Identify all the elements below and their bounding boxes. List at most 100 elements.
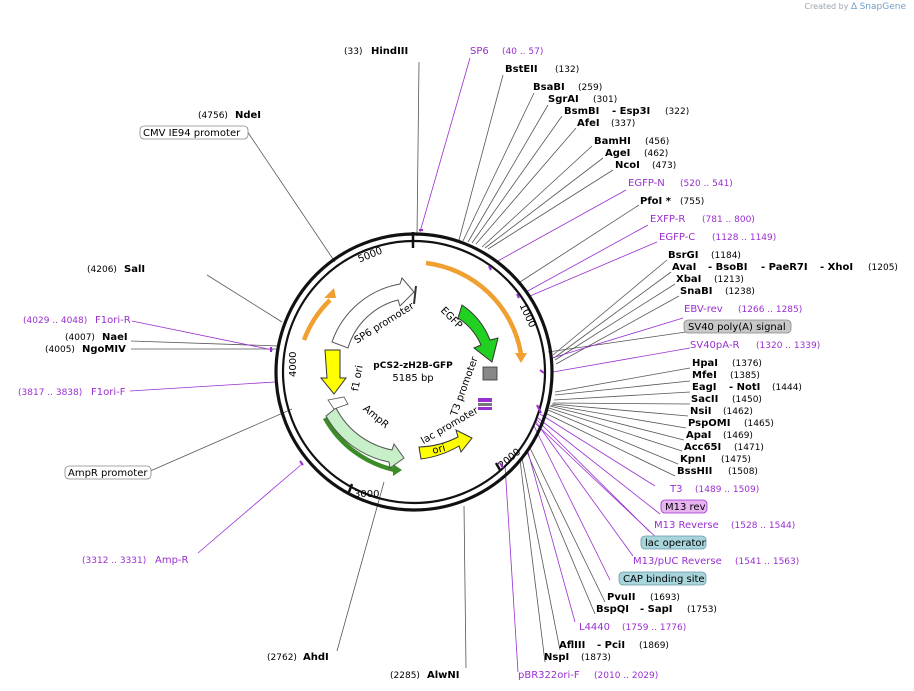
primer-egfp-c-pos: (1128 .. 1149) [712,233,776,243]
site-bsmbi: BsmBI [564,106,599,117]
site-afei: AfeI [577,118,600,129]
site-nsii-pos: (1462) [723,407,753,417]
site-xbai-pos: (1213) [714,275,744,285]
site-nspi: NspI [544,652,569,663]
site-snabi: SnaBI [680,286,712,297]
site-acc65i: Acc65I [684,442,721,453]
primer-m13-puc-reverse-pos: (1541 .. 1563) [735,557,799,567]
site-pcii: - PciI [597,640,625,651]
backbone-outer-ring [274,232,554,512]
ampr-promoter-label: AmpR promoter [68,468,148,479]
site-esp3i: - Esp3I [612,106,650,117]
plasmid-size: 5185 bp [392,373,433,384]
site-kpni: KpnI [680,454,706,465]
primer-sp6-pos: (40 .. 57) [502,47,543,57]
site-alwni-pos: (2285) [390,671,420,681]
site-hindiii: HindIII [371,46,408,57]
site-sali: SalI [124,264,145,275]
site-pfoi-pos: (755) [680,197,704,207]
site-xhoi: - XhoI [820,262,853,273]
site-mfei: MfeI [692,370,717,381]
site-snabi-pos: (1238) [725,287,755,297]
site-bsshii: BssHII [677,466,712,477]
primer-leader-lines [129,57,691,673]
site-paer7i: - PaeR7I [761,262,808,273]
site-hpai: HpaI [692,358,718,369]
primer-l4440-pos: (1759 .. 1776) [622,623,686,633]
primer-exfp-r: EXFP-R [650,214,685,225]
ampr-promoter-box [64,465,152,480]
sv40-polya-label: SV40 poly(A) signal [688,322,786,333]
primer-marks [270,229,545,469]
f1-ori-label: f1 ori [350,365,365,393]
site-pfoi: PfoI * [640,196,672,207]
site-ncoi-pos: (473) [652,161,676,171]
primer-amp-r-pos: (3312 .. 3331) [82,556,146,566]
ori-label: ori [431,443,446,457]
site-xbai: XbaI [676,274,701,285]
primer-exfp-r-pos: (781 .. 800) [702,215,755,225]
egfp-band [425,260,524,355]
tick-label-3000: 3000 [354,489,379,500]
site-bsrgi-pos: (1184) [711,251,741,261]
site-noti: - NotI [729,382,760,393]
ori-arrow [418,429,473,460]
site-bsshii-pos: (1508) [728,467,758,477]
m13-rev-label: M13 rev [665,502,706,513]
primer-l4440: L4440 [579,622,610,633]
ampr-band-arrow-icon [393,464,402,476]
site-bspqi: BspQI [596,604,629,615]
snapgene-brand: Created by ∆ SnapGene [804,2,906,12]
site-kpni-pos: (1475) [721,455,751,465]
leader-lines [130,61,691,669]
boxed-labels: SV40 poly(A) signal M13 rev lac operator… [64,125,792,586]
primer-sv40pa-r-pos: (1320 .. 1339) [756,341,820,351]
sites-left: (33) HindIII (4756) NdeI (4206) SalI (40… [45,46,460,681]
site-bsabi-pos: (259) [578,83,602,93]
site-mfei-pos: (1385) [730,371,760,381]
lac-operator-label: lac operator [645,538,706,549]
ampr-promoter-marker [327,396,349,410]
site-naei: NaeI [102,332,128,343]
cmv-promoter-label: CMV IE94 promoter [143,128,241,139]
site-alwni: AlwNI [427,670,460,681]
site-ahdi-pos: (2762) [267,653,297,663]
site-ngomiv: NgoMIV [82,344,126,355]
primer-sv40pa-r: SV40pA-R [690,340,739,351]
site-avai: AvaI [672,262,696,273]
site-nsii: NsiI [690,406,711,417]
site-bsobi: - BsoBI [708,262,747,273]
site-ndei: NdeI [235,110,261,121]
egfp-end-marker [482,366,498,381]
site-eagi-pos: (1444) [772,383,802,393]
site-pspomi: PspOMI [688,418,730,429]
primer-t3-pos: (1489 .. 1509) [695,485,759,495]
site-bspqi-pos: (1753) [687,605,717,615]
primer-f1ori-r: F1ori-R [95,315,131,326]
site-sacii-pos: (1450) [732,395,762,405]
ampr-label: AmpR [361,403,391,431]
lac-operator-box [640,535,707,550]
site-bsabi: BsaBI [533,82,565,93]
primer-ebv-rev-pos: (1266 .. 1285) [738,305,802,315]
sp6-promoter-arrow [331,277,415,349]
primer-t3: T3 [669,484,682,495]
site-bsteii: BstEII [505,64,538,75]
site-bsmbi-pos: (322) [665,107,689,117]
site-pspomi-pos: (1465) [744,419,774,429]
cap-binding-box [618,571,707,586]
cap-binding-label: CAP binding site [623,574,705,585]
sv40-polya-box [683,319,792,334]
ampr-arrow [325,407,405,469]
site-ngomiv-pos: (4005) [45,345,75,355]
plasmid-name: pCS2-zH2B-GFP [373,361,453,371]
site-eagi: EagI [692,382,716,393]
primer-egfp-c: EGFP-C [659,232,695,243]
egfp-band-arrow-icon [515,353,527,363]
site-bamhi-pos: (456) [645,137,669,147]
sites-right: BstEII (132) BsaBI (259) SgrAI (301) Bsm… [505,64,898,663]
site-ahdi: AhdI [303,652,329,663]
primers: SP6 (40 .. 57) EGFP-N (520 .. 541) EXFP-… [18,46,820,681]
site-bamhi: BamHI [594,136,631,147]
